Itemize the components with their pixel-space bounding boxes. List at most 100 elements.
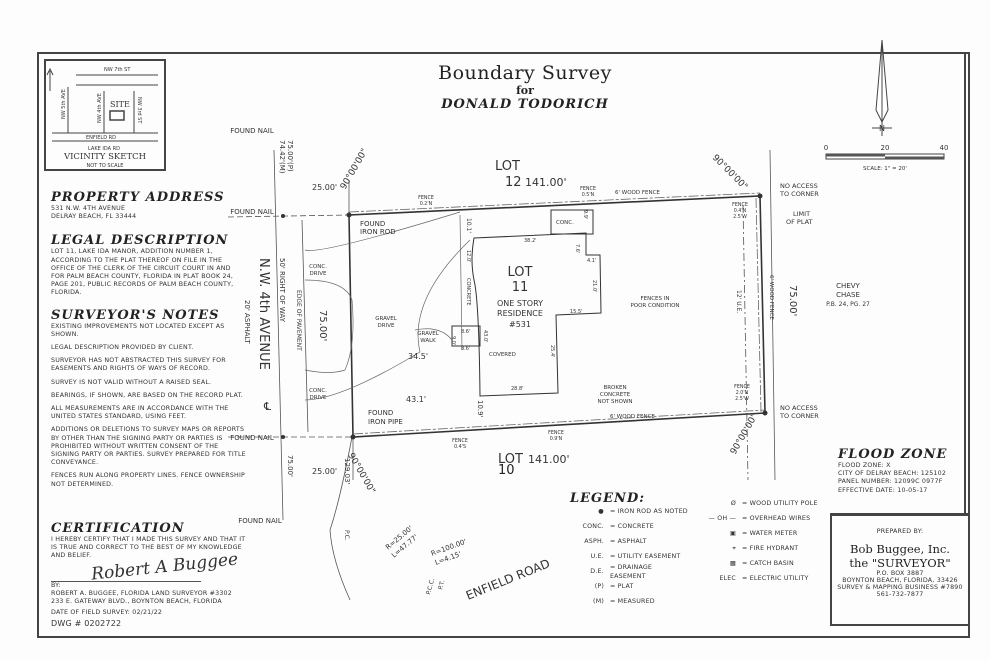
limit-plat-label: LIMIT bbox=[793, 210, 810, 218]
north-arrow-icon bbox=[872, 39, 892, 136]
legend-symbol: D.E. bbox=[590, 568, 604, 576]
legend-label: = ELECTRIC UTILITY bbox=[742, 575, 809, 583]
field-survey-date: DATE OF FIELD SURVEY: 02/21/22 bbox=[51, 609, 163, 617]
dimension: 28.8' bbox=[511, 386, 524, 392]
wood-fence-label: 6' WOOD FENCE bbox=[610, 414, 655, 420]
broken-concrete-label: CONCRETE bbox=[600, 392, 631, 398]
dimension: 38.2' bbox=[524, 238, 537, 244]
angle-label: 90°00'00" bbox=[339, 147, 370, 191]
fence-offset: FENCE bbox=[418, 195, 434, 201]
fence-offset: FENCE bbox=[732, 202, 748, 208]
residence-label: ONE STORY bbox=[497, 299, 543, 308]
dimension: 15.5' bbox=[570, 309, 583, 315]
top-dimension: 141.00' bbox=[525, 176, 567, 189]
note: BEARINGS, IF SHOWN, ARE BASED ON THE REC… bbox=[51, 391, 243, 399]
residence-label: RESIDENCE bbox=[497, 309, 543, 318]
street-label: LAKE IDA RD bbox=[88, 146, 120, 152]
street-label: NW 4th AVE bbox=[97, 93, 103, 123]
pcc-label: P.C.C. bbox=[425, 577, 436, 595]
broken-concrete-label: NOT SHOWN bbox=[597, 399, 632, 405]
legend-item: D.E. = DRAINAGE EASEMENT bbox=[570, 564, 690, 580]
lot10-number-text: 10 bbox=[498, 463, 515, 478]
measured-dimension: 74.42'(M) bbox=[278, 140, 286, 174]
vicinity-scale: NOT TO SCALE bbox=[87, 163, 124, 169]
note: ADDITIONS OR DELETIONS TO SURVEY MAPS OR… bbox=[51, 426, 246, 467]
street-label: NW 7th ST bbox=[104, 67, 131, 73]
legend-label: = OVERHEAD WIRES bbox=[742, 515, 811, 523]
street-label: NW 5th AVE bbox=[61, 89, 67, 119]
note: FENCES RUN ALONG PROPERTY LINES. FENCE O… bbox=[51, 472, 246, 488]
dimension: 8.6' bbox=[461, 346, 470, 352]
dim-25-top: 25.00' bbox=[312, 183, 337, 192]
street-name: N.W. 4th AVENUE bbox=[256, 258, 271, 370]
lot10-label: LOT bbox=[498, 452, 523, 467]
certification: CERTIFICATION I HEREBY CERTIFY THAT I MA… bbox=[51, 521, 246, 629]
scale-label: SCALE: 1" = 20' bbox=[863, 166, 907, 172]
legend-symbol: ● bbox=[598, 508, 604, 516]
fence-offset: FENCE bbox=[452, 438, 468, 444]
dim-25-bottom: 25.00' bbox=[312, 467, 337, 476]
dwg-number: DWG # 0202722 bbox=[51, 619, 122, 629]
legend-label: = ASPHALT bbox=[610, 538, 647, 546]
scale-tick: 0 bbox=[824, 144, 828, 152]
legend-label: = MEASURED bbox=[610, 598, 655, 606]
legend-item: U.E.= UTILITY EASEMENT bbox=[570, 550, 690, 565]
conc-drive-label: DRIVE bbox=[310, 395, 327, 401]
vicinity-sketch: NW 7th ST NW 5th AVE NW 4th AVE NW 3rd S… bbox=[44, 59, 166, 171]
pc-label: P.C. bbox=[343, 530, 350, 541]
surveyors-notes-heading: SURVEYOR'S NOTES bbox=[51, 307, 220, 323]
dimension: 129.03' bbox=[343, 458, 351, 484]
legend-symbol: Ø bbox=[730, 500, 736, 508]
flood-line: PANEL NUMBER: 12099C 0977F bbox=[838, 478, 943, 486]
legend-item: CONC. = CONCRETE bbox=[570, 520, 690, 535]
property-address-heading: PROPERTY ADDRESS bbox=[51, 190, 225, 205]
legend-item: ●= IRON ROD AS NOTED bbox=[570, 505, 690, 520]
dimension: 8.6' bbox=[461, 329, 470, 335]
legend-label: = UTILITY EASEMENT bbox=[610, 553, 681, 561]
border bbox=[37, 52, 970, 638]
lot11-label: LOT bbox=[508, 265, 533, 280]
fence-offset: 0.5'N bbox=[582, 192, 595, 198]
vicinity-title: VICINITY SKETCH bbox=[63, 152, 146, 162]
north-label: N bbox=[879, 124, 885, 133]
no-access-label: TO CORNER bbox=[779, 412, 819, 420]
certification-text: I HEREBY CERTIFY THAT I MADE THIS SURVEY… bbox=[51, 536, 246, 560]
bottom-dimension: 141.00' bbox=[528, 453, 570, 466]
iron-pipe-label: IRON PIPE bbox=[368, 418, 403, 426]
legend-label: = CONCRETE bbox=[610, 523, 654, 531]
dimension: 10.9' bbox=[476, 400, 484, 418]
client-name: DONALD TODORICH bbox=[441, 97, 609, 112]
iron-rod-label: FOUND bbox=[360, 220, 385, 228]
title-block: Boundary Survey for DONALD TODORICH bbox=[380, 62, 670, 112]
company-line: SURVEY & MAPPING BUSINESS #7890 bbox=[837, 584, 963, 592]
company-line: BOYNTON BEACH, FLORIDA, 33426 bbox=[842, 577, 958, 585]
front-dimension: 75.00' bbox=[317, 310, 328, 341]
for-label: for bbox=[516, 84, 534, 97]
adjacent-plat-label: CHASE bbox=[836, 291, 860, 299]
note: SURVEY IS NOT VALID WITHOUT A RAISED SEA… bbox=[51, 378, 212, 386]
legend-symbol: ELEC bbox=[719, 575, 736, 583]
fences bbox=[348, 192, 766, 435]
fence-condition-label: FENCES IN bbox=[640, 296, 669, 302]
fence-offset: 0.2'N bbox=[420, 201, 433, 207]
legend-symbol: CONC. bbox=[582, 523, 604, 531]
flood-zone: FLOOD ZONE FLOOD ZONE: X CITY OF DELRAY … bbox=[838, 447, 947, 495]
iron-pipe-label: FOUND bbox=[368, 409, 393, 417]
edge-of-pavement: EDGE OF PAVEMENT bbox=[295, 290, 302, 351]
scale-bar bbox=[825, 153, 945, 160]
scale-tick: 40 bbox=[940, 144, 949, 152]
dimension: 25.4' bbox=[549, 345, 555, 358]
found-nail-label: FOUND NAIL bbox=[238, 517, 282, 525]
dimension: 9.9' bbox=[582, 210, 588, 219]
dimension: 7.6' bbox=[574, 244, 580, 253]
address-line: DELRAY BEACH, FL 33444 bbox=[51, 213, 137, 221]
legend-label: = DRAINAGE EASEMENT bbox=[609, 564, 653, 580]
company-name: Bob Buggee, Inc. bbox=[850, 542, 950, 557]
angle-label: 90°00'00" bbox=[729, 412, 760, 456]
surveyor-address: 233 E. GATEWAY BLVD., BOYNTON BEACH, FLO… bbox=[51, 598, 222, 606]
street-label: NW 3rd ST bbox=[136, 97, 142, 124]
road-name: ENFIELD ROAD bbox=[464, 556, 552, 602]
